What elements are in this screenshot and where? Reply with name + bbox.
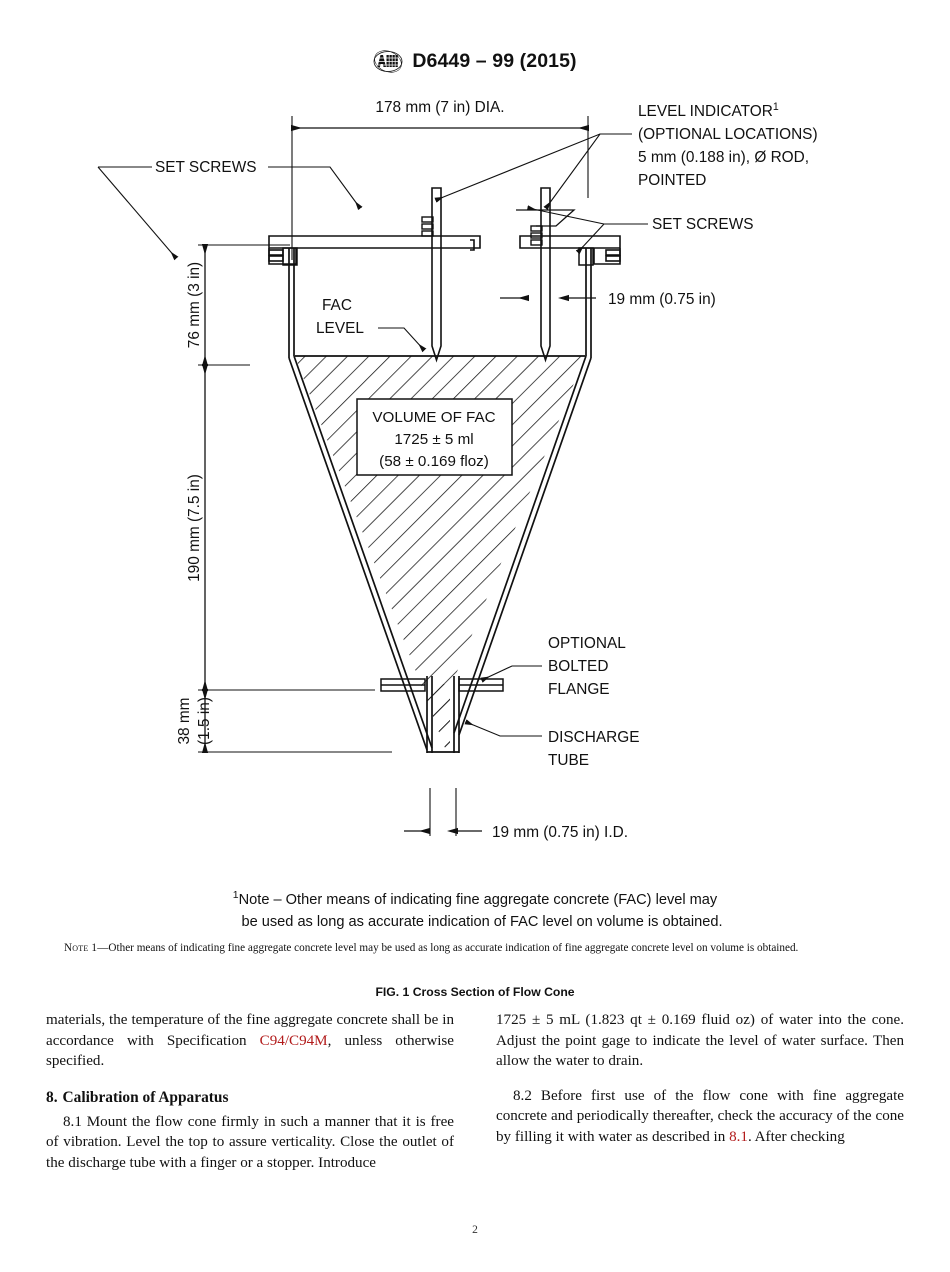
set-screws-left-label: SET SCREWS xyxy=(155,159,256,176)
label-set-screws-left: SET SCREWS xyxy=(97,159,363,261)
level-indicator-line4: POINTED xyxy=(638,172,706,189)
paragraph-8-2: 8.2 Before first use of the flow cone wi… xyxy=(496,1087,904,1145)
note-1-text: —Other means of indicating fine aggregat… xyxy=(97,942,799,954)
figure-footnote: 1Note – Other means of indicating fine a… xyxy=(0,888,950,933)
flow-cone-figure: 178 mm (7 in) DIA. LEVEL INDICATOR1 (OPT… xyxy=(0,88,950,878)
paragraph-8-1: 8.1 Mount the flow cone firmly in such a… xyxy=(46,1113,454,1171)
discharge-tube-line2: TUBE xyxy=(548,752,589,769)
standard-designation: D6449 – 99 (2015) xyxy=(412,50,577,72)
level-indicator-line1: LEVEL INDICATOR1 xyxy=(638,101,779,120)
body-columns: materials, the temperature of the fine a… xyxy=(0,1010,950,1174)
astm-logo-icon xyxy=(373,48,403,75)
figure-footnote-line1: Note – Other means of indicating fine ag… xyxy=(238,891,718,908)
volume-of-fac-box: VOLUME OF FAC 1725 ± 5 ml (58 ± 0.169 fl… xyxy=(356,398,513,476)
set-screws-right-label: SET SCREWS xyxy=(652,216,753,233)
dimension-upper-height-label: 76 mm (3 in) xyxy=(186,262,203,348)
label-level-indicator: LEVEL INDICATOR1 (OPTIONAL LOCATIONS) 5 … xyxy=(434,101,818,211)
label-discharge-tube: DISCHARGE TUBE xyxy=(464,719,640,769)
cone-top-rim xyxy=(268,235,621,265)
column-spacer xyxy=(496,1072,904,1086)
level-indicator-line3: 5 mm (0.188 in), Ø ROD, xyxy=(638,149,809,166)
level-indicator-rod-center xyxy=(421,187,442,363)
label-set-screws-right: SET SCREWS xyxy=(526,205,753,255)
discharge-tube xyxy=(425,676,465,753)
level-indicator-line2: (OPTIONAL LOCATIONS) xyxy=(638,126,818,143)
label-fac-level: FAC LEVEL xyxy=(316,297,427,353)
right-column: 1725 ± 5 mL (1.823 qt ± 0.169 fluid oz) … xyxy=(496,1010,904,1174)
dimension-rod-offset-label: 19 mm (0.75 in) xyxy=(608,291,716,308)
note-1-paragraph: Note 1—Other means of indicating fine ag… xyxy=(48,941,904,956)
volume-line-1: VOLUME OF FAC xyxy=(372,409,495,426)
dimension-upper-height: 76 mm (3 in) xyxy=(186,244,209,366)
label-optional-bolted-flange: OPTIONAL BOLTED FLANGE xyxy=(480,635,626,698)
optional-flange-line1: OPTIONAL xyxy=(548,635,626,652)
xref-c94-c94m[interactable]: C94/C94M xyxy=(259,1032,328,1049)
level-indicator-rod-right xyxy=(516,187,576,363)
discharge-tube-line1: DISCHARGE xyxy=(548,729,640,746)
fac-level-line2: LEVEL xyxy=(316,320,364,337)
optional-flange-line2: BOLTED xyxy=(548,658,608,675)
dimension-top-diameter-label: 178 mm (7 in) DIA. xyxy=(375,99,504,116)
paragraph-continued-left: materials, the temperature of the fine a… xyxy=(46,1012,454,1070)
cone-upper-walls xyxy=(288,248,592,358)
page-header: D6449 – 99 (2015) xyxy=(0,48,950,75)
dimension-rod-offset: 19 mm (0.75 in) xyxy=(500,291,716,308)
optional-flange-line3: FLANGE xyxy=(548,681,610,698)
dimension-top-diameter: 178 mm (7 in) DIA. xyxy=(291,99,589,260)
volume-line-2: 1725 ± 5 ml xyxy=(394,431,473,448)
volume-line-3: (58 ± 0.169 floz) xyxy=(379,453,489,470)
figure-footnote-line2: be used as long as accurate indication o… xyxy=(241,914,723,931)
section-heading-8: 8.Calibration of Apparatus xyxy=(46,1088,229,1106)
dimension-cone-height-label: 190 mm (7.5 in) xyxy=(186,474,203,582)
dimension-tube-height-label-2: (1.5 in) xyxy=(196,697,213,745)
left-column: materials, the temperature of the fine a… xyxy=(46,1010,454,1174)
dimension-tube-inner-diameter: 19 mm (0.75 in) I.D. xyxy=(404,788,628,841)
dimension-tube-height-label-1: 38 mm xyxy=(176,697,193,744)
figure-footnote-superscript: 1 xyxy=(232,889,239,901)
note-1-lead: Note 1 xyxy=(64,942,98,954)
dimension-tube-inner-diameter-label: 19 mm (0.75 in) I.D. xyxy=(492,824,628,841)
figure-caption: FIG. 1 Cross Section of Flow Cone xyxy=(375,985,575,999)
dimension-cone-height: 190 mm (7.5 in) xyxy=(186,364,209,691)
fac-level-line1: FAC xyxy=(322,297,352,314)
page-number: 2 xyxy=(472,1224,478,1236)
xref-8-1[interactable]: 8.1 xyxy=(729,1128,748,1145)
set-screw-block-left xyxy=(282,247,298,266)
paragraph-continued-right: 1725 ± 5 mL (1.823 qt ± 0.169 fluid oz) … xyxy=(496,1012,904,1070)
dimension-tube-height: 38 mm (1.5 in) xyxy=(176,689,213,753)
